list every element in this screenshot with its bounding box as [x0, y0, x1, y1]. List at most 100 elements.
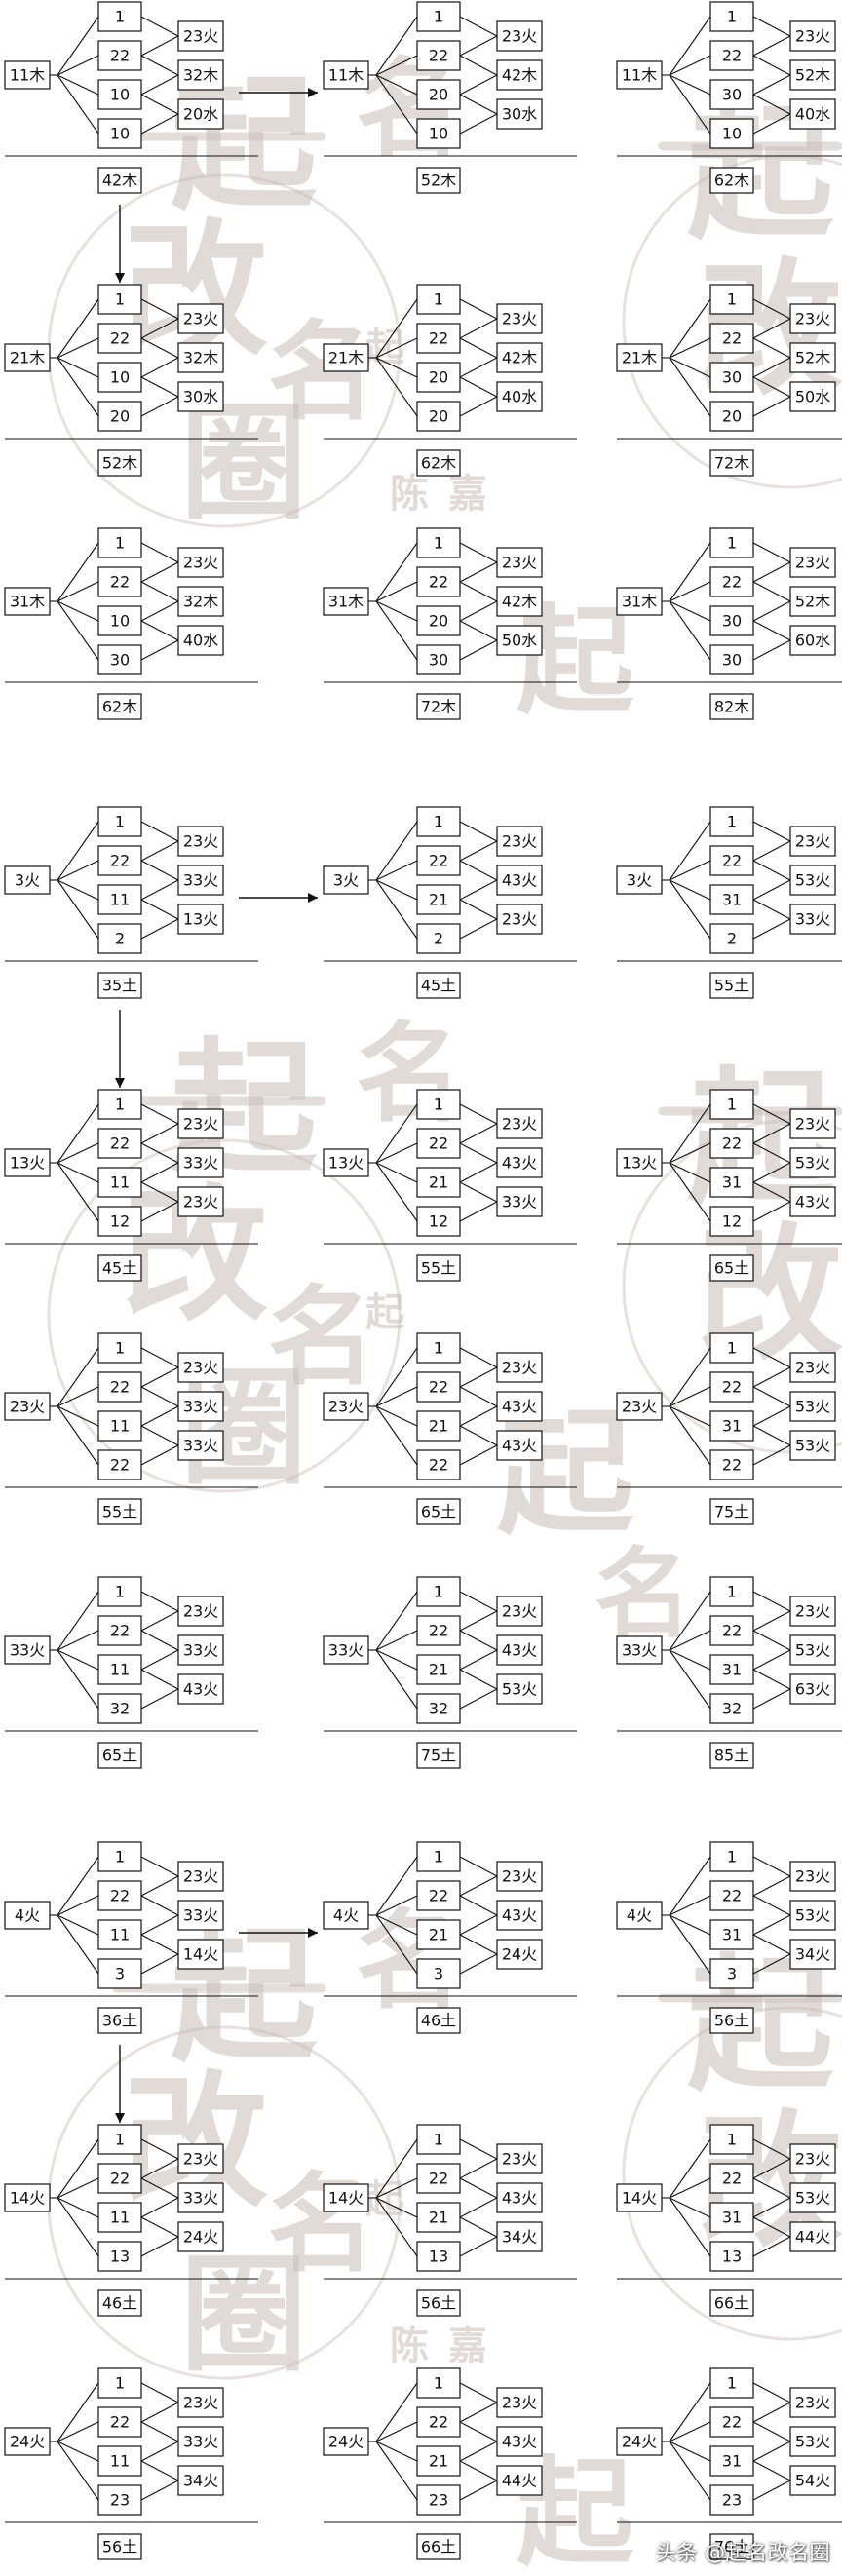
grid-node-label: 23火: [795, 554, 830, 572]
watermark-glyph: 起: [517, 595, 634, 730]
grid-node: 23火: [789, 1596, 836, 1627]
grid-node: 40水: [496, 381, 543, 412]
stroke-node-label: 1: [115, 2131, 125, 2149]
grid-node: 43火: [177, 1673, 224, 1705]
stroke-node: 20: [416, 79, 461, 110]
grid-node-label: 23火: [795, 1602, 830, 1621]
join-line: [752, 1934, 791, 1955]
total-node-label: 66土: [714, 2294, 749, 2313]
grid-node-label: 53火: [795, 871, 830, 890]
join-line: [459, 639, 498, 661]
stroke-node-label: 21: [429, 2452, 448, 2471]
join-line: [459, 318, 498, 339]
join-line: [459, 879, 498, 901]
join-line: [140, 1201, 179, 1222]
grid-node-label: 23火: [183, 832, 218, 851]
stroke-node-label: 22: [722, 329, 742, 348]
total-node-label: 52木: [102, 454, 137, 473]
grid-node-label: 32木: [183, 66, 218, 85]
branch-line: [375, 2441, 418, 2501]
stroke-node-label: 20: [110, 407, 130, 426]
join-line: [752, 620, 791, 641]
join-line: [140, 1123, 179, 1144]
stroke-node: 13: [97, 2241, 142, 2272]
grid-node-label: 24火: [183, 2228, 218, 2247]
grid-node-label: 33火: [183, 2189, 218, 2208]
total-node-label: 55土: [714, 977, 749, 995]
grid-node: 50水: [496, 625, 543, 656]
join-line: [752, 1181, 791, 1203]
join-line: [459, 1669, 498, 1690]
stroke-node-label: 10: [110, 125, 130, 143]
join-line: [459, 600, 498, 622]
stroke-node: 12: [416, 1206, 461, 1237]
join-line: [459, 2382, 498, 2403]
total-node-label: 46土: [102, 2294, 137, 2313]
grid-node: 23火: [177, 1108, 224, 1139]
grid-node: 53火: [789, 1391, 836, 1422]
join-line: [459, 298, 498, 320]
stroke-node: 1: [709, 1841, 754, 1872]
stroke-node-label: 11: [110, 1173, 130, 1192]
grid-node-label: 42木: [502, 66, 537, 85]
join-line: [140, 94, 179, 115]
join-line: [752, 840, 791, 862]
flow-arrow: [115, 205, 125, 283]
grid-node: 53火: [789, 865, 836, 896]
join-line: [459, 357, 498, 378]
stroke-node-label: 23: [110, 2491, 130, 2510]
join-line: [752, 16, 791, 37]
stroke-node: 22: [416, 1880, 461, 1911]
root-node: 14火: [4, 2183, 51, 2212]
branch-line: [669, 2441, 711, 2462]
total-node-label: 62木: [102, 698, 137, 716]
stroke-node-label: 22: [429, 1456, 448, 1475]
stroke-node: 1: [709, 1, 754, 32]
stroke-node-label: 32: [429, 1700, 448, 1718]
grid-node: 53火: [789, 1147, 836, 1178]
stroke-node: 32: [97, 1693, 142, 1724]
grid-node-label: 30水: [502, 105, 537, 124]
stroke-node: 23: [416, 2484, 461, 2516]
branch-line: [57, 298, 99, 359]
stroke-node: 1: [97, 1841, 142, 1872]
join-line: [752, 879, 791, 901]
stroke-node-label: 1: [115, 1583, 125, 1601]
join-line: [752, 581, 791, 602]
stroke-node: 20: [97, 401, 142, 432]
root-node-label: 4火: [333, 1906, 359, 1925]
join-line: [140, 2441, 179, 2462]
join-line: [752, 2236, 791, 2257]
grid-node-label: 23火: [502, 1602, 537, 1621]
stroke-node: 11: [97, 1167, 142, 1198]
stroke-node: 1: [97, 806, 142, 837]
stroke-node-label: 22: [110, 573, 130, 592]
root-node-label: 4火: [15, 1906, 40, 1925]
grid-node: 14火: [177, 1939, 224, 1970]
join-line: [459, 396, 498, 417]
join-line: [140, 542, 179, 563]
branch-line: [57, 581, 99, 602]
stroke-node-label: 1: [115, 1096, 125, 1114]
root-node-label: 3火: [333, 871, 359, 890]
join-line: [140, 639, 179, 661]
grid-node: 63火: [789, 1673, 836, 1705]
stroke-node-label: 1: [434, 1096, 443, 1114]
branch-line: [669, 1649, 711, 1710]
grid-node-label: 23火: [502, 554, 537, 572]
grid-node: 23火: [177, 1186, 224, 1217]
join-line: [752, 1591, 791, 1612]
join-line: [752, 918, 791, 940]
grid-node: 33火: [177, 2426, 224, 2457]
stroke-node: 11: [97, 1654, 142, 1685]
grid-node-label: 52木: [795, 349, 830, 367]
stroke-node: 1: [416, 2367, 461, 2399]
stroke-node-label: 1: [434, 813, 443, 831]
grid-node: 33火: [496, 1186, 543, 1217]
branch-line: [669, 1649, 711, 1671]
join-line: [459, 581, 498, 602]
join-line: [459, 2441, 498, 2462]
join-line: [459, 1405, 498, 1427]
stroke-node: 1: [416, 1576, 461, 1607]
join-line: [140, 879, 179, 901]
